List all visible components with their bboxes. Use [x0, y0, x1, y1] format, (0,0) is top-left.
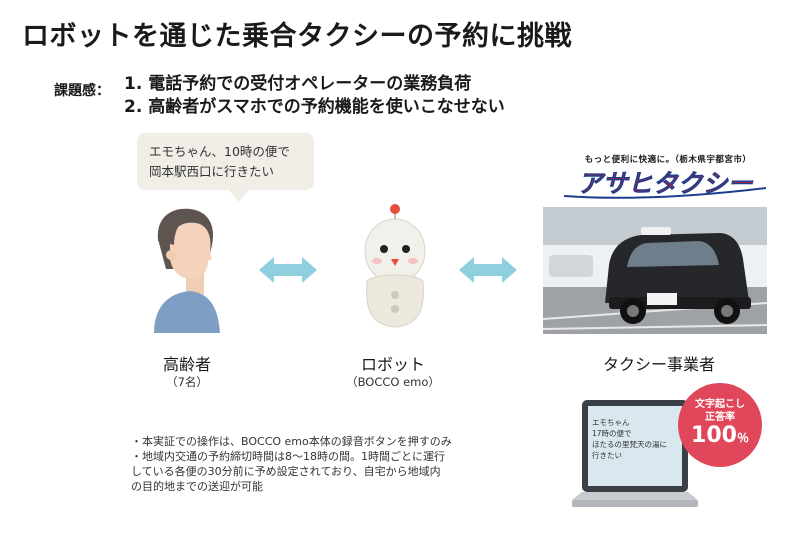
actor-sub-robot: （BOCCO emo） — [346, 375, 440, 389]
taxi-logo-tagline: もっと便利に快適に。（栃木県宇都宮市） — [584, 155, 752, 165]
laptop-screen-text: エモちゃん 17時の便で ほたるの里梵天の湯に 行きたい — [592, 417, 682, 461]
laptop-icon — [572, 400, 698, 507]
page-title: ロボットを通じた乗合タクシーの予約に挑戦 — [22, 21, 572, 52]
bidirectional-arrow-icon — [459, 257, 517, 283]
badge-line-2: 正答率 — [705, 412, 735, 423]
accuracy-badge: 文字起こし 正答率 100％ — [678, 383, 762, 467]
speech-bubble: エモちゃん、10時の便で 岡本駅西口に行きたい — [137, 133, 314, 190]
issues-label: 課題感： — [54, 83, 110, 99]
notes: ・本実証での操作は、BOCCO emo本体の録音ボタンを押すのみ ・地域内交通の… — [131, 434, 511, 494]
note-line: ・本実証での操作は、BOCCO emo本体の録音ボタンを押すのみ — [131, 435, 452, 448]
badge-value-row: 100％ — [678, 423, 762, 448]
laptop-line: ほたるの里梵天の湯に — [592, 440, 667, 449]
speech-line-1: エモちゃん、10時の便で — [149, 144, 290, 159]
note-line: ・地域内交通の予約締切時間は8〜18時の間。1時間ごとに運行 — [131, 450, 445, 463]
taxi-company-logo: アサヒタクシー — [563, 169, 767, 199]
badge-value: 100 — [691, 423, 737, 448]
laptop-line: 17時の便で — [592, 429, 632, 438]
actor-label-robot: ロボット — [360, 355, 425, 374]
actor-label-taxi: タクシー事業者 — [602, 355, 715, 374]
speech-bubble-tail — [228, 189, 250, 202]
speech-line-2: 岡本駅西口に行きたい — [149, 164, 275, 179]
note-line: の目的地までの送迎が可能 — [131, 480, 263, 493]
taxi-logo-name: アサヒタクシー — [577, 169, 753, 198]
badge-unit: ％ — [736, 431, 749, 445]
issue-item-2: 2. 高齢者がスマホでの予約機能を使いこなせない — [124, 97, 505, 117]
laptop-line: 行きたい — [592, 451, 622, 460]
bidirectional-arrow-icon — [259, 257, 317, 283]
laptop-line: エモちゃん — [592, 418, 630, 427]
elderly-person-icon — [154, 208, 220, 333]
actor-label-elderly: 高齢者 — [162, 355, 211, 374]
actor-sub-elderly: （7名） — [166, 375, 208, 389]
badge-line-1: 文字起こし — [695, 399, 745, 410]
issue-item-1: 1. 電話予約での受付オペレーターの業務負荷 — [124, 74, 472, 94]
note-line: している各便の30分前に予め設定されており、自宅から地域内 — [131, 465, 441, 478]
robot-icon — [364, 204, 426, 328]
taxi-photo — [543, 207, 767, 334]
